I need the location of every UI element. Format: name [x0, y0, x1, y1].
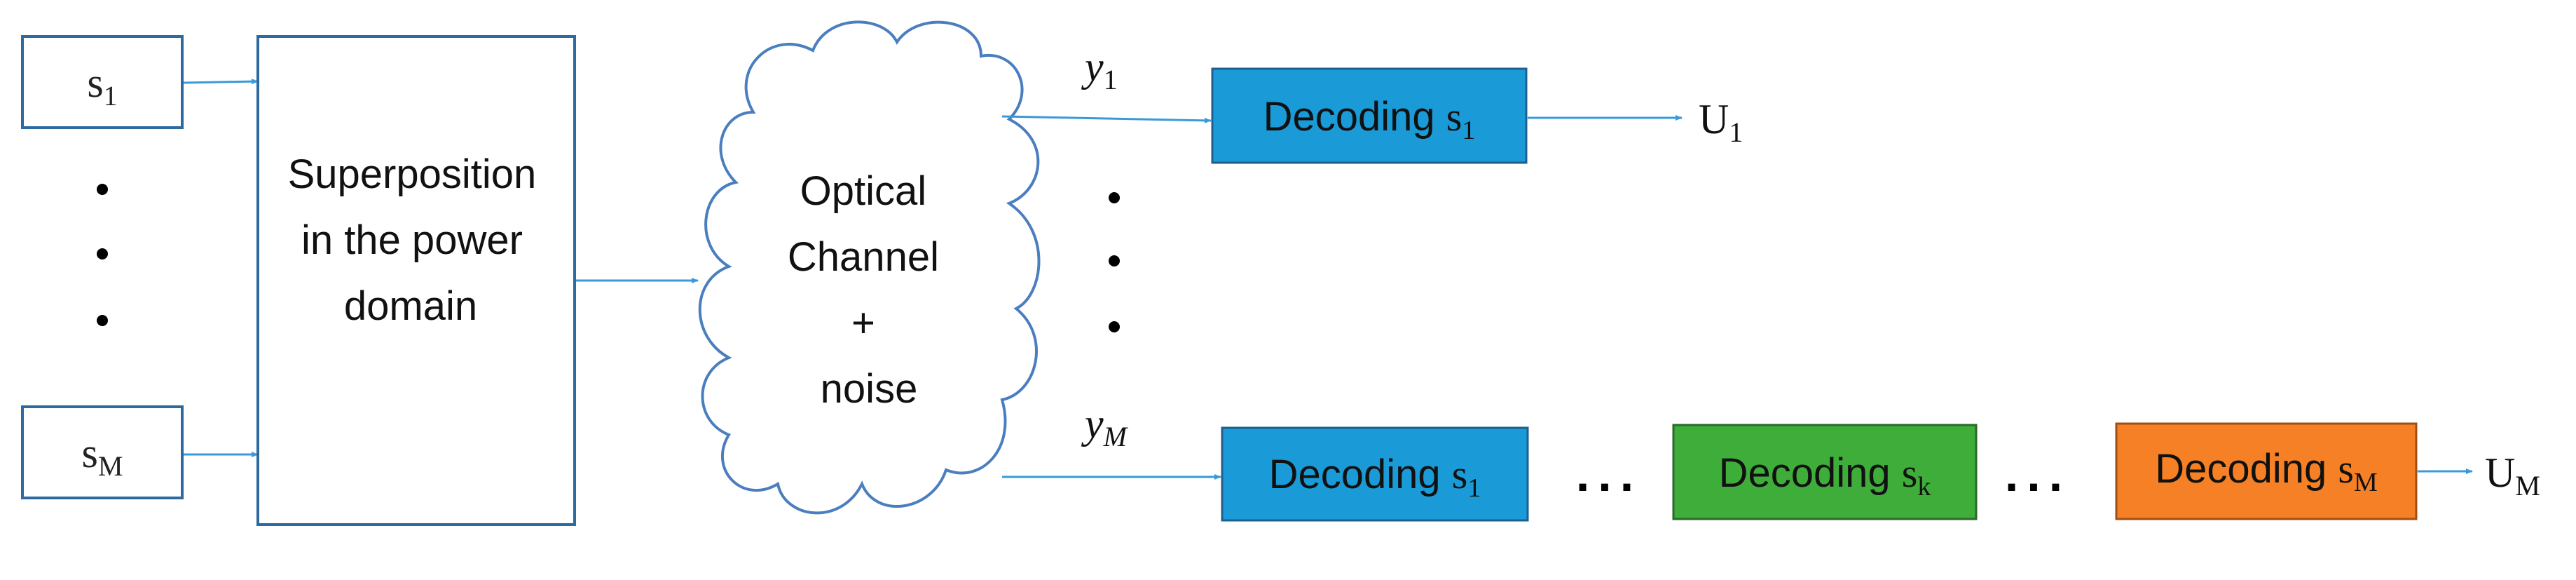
vertical-dot [97, 315, 108, 326]
user-label-U1: U1 [1699, 96, 1743, 148]
channel-label: Optical Channel + noise [788, 168, 950, 412]
output-label-yM: yM [1081, 400, 1129, 452]
input-label-sM: sM [82, 430, 123, 482]
decoder-bottom-s1 [1221, 426, 1529, 522]
decoder-bottom-sM-label: Decoding sM [2155, 446, 2378, 497]
superposition-box [256, 35, 576, 526]
arrow-channel-to-decoder-top [1001, 115, 1212, 123]
horizontal-ellipsis: ... [1576, 447, 1642, 501]
input-box-s1 [21, 35, 184, 129]
vertical-dot [97, 184, 108, 195]
vertical-dot [1109, 192, 1120, 203]
decoder-top-s1 [1211, 67, 1528, 164]
decoder-bottom-sk [1672, 424, 1978, 520]
superposition-label: Superposition in the power domain [288, 151, 548, 329]
horizontal-ellipsis: ... [2005, 447, 2071, 501]
decoder-top-label: Decoding s1 [1263, 94, 1476, 145]
user-label-UM: UM [2485, 450, 2540, 501]
decoder-bottom-s1-label: Decoding s1 [1269, 452, 1481, 503]
output-label-y1: y1 [1081, 43, 1118, 95]
input-box-sM [21, 405, 184, 499]
decoder-bottom-sM [2115, 422, 2418, 520]
vertical-dot [97, 248, 108, 259]
vertical-dot [1109, 321, 1120, 332]
optical-channel-cloud [698, 20, 1041, 515]
decoder-bottom-sk-label: Decoding sk [1719, 450, 1931, 501]
input-label-s1: s1 [87, 60, 117, 112]
vertical-dot [1109, 255, 1120, 267]
arrow-s1-to-superposition [183, 79, 259, 85]
